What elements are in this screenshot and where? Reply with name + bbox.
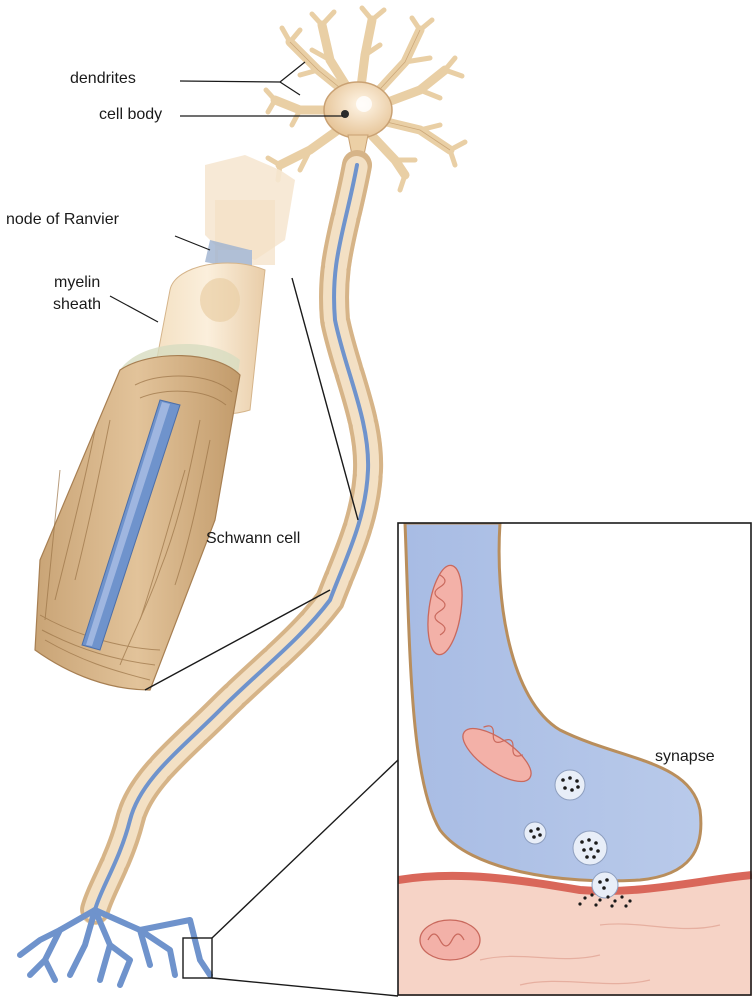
node-leader [175,236,210,250]
myelin-cutaway [35,155,295,690]
node-of-ranvier-label: node of Ranvier [6,209,119,230]
cell-body-label: cell body [99,104,162,125]
myelin-sheath-label-line2: sheath [53,294,101,315]
dendrites-leader [180,62,305,82]
axon-terminals [20,910,210,985]
myelin-sheath-label-line1: myelin [54,272,100,293]
nucleus-highlight [356,96,372,112]
schwann-cell-label: Schwann cell [206,528,300,549]
cell-body-shape [324,82,392,138]
dendrites-leader-2 [280,82,300,95]
nucleus-dot [341,110,349,118]
synapse-label: synapse [655,746,715,767]
dendrites-label: dendrites [70,68,136,89]
myelin-leader [110,296,158,322]
